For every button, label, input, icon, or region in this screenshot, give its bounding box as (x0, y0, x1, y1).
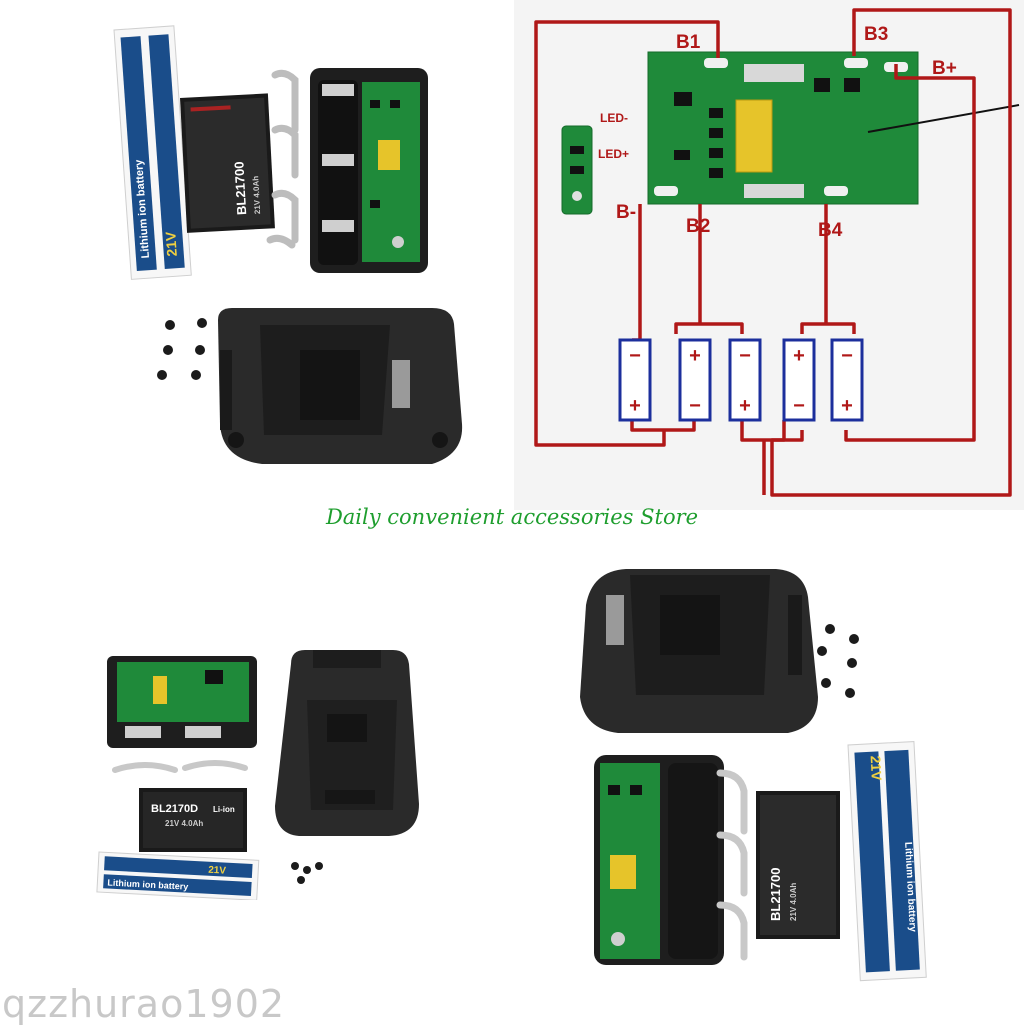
small-label-rating: 21V 4.0Ah (165, 819, 203, 828)
right-label-model: BL21700 (768, 868, 783, 921)
label-led-minus: LED- (600, 111, 628, 125)
cell-4-top-sign: + (793, 345, 805, 367)
nickel-strips (266, 69, 299, 249)
black-wire (867, 104, 1020, 133)
battery-housing-bottom-right (580, 569, 818, 733)
led-board (561, 125, 593, 215)
cell-3-bottom-sign: + (739, 395, 751, 417)
sticker-bottom-voltage: 21V (208, 865, 227, 877)
cell-1-top-sign: − (629, 345, 641, 367)
screw-set-right (817, 624, 859, 698)
label-b3: B3 (864, 24, 888, 45)
store-name: Daily convenient accessories Store (325, 505, 699, 529)
label-b4: B4 (818, 220, 843, 241)
cell-holder-assembled (594, 755, 724, 965)
battery-label-rating: 21V 4.0Ah (251, 176, 262, 215)
sticker-vertical-left: Lithium ion battery 21V (113, 25, 192, 280)
right-label-rating: 21V 4.0Ah (789, 883, 798, 921)
battery-cell-3 (728, 338, 762, 422)
battery-label-small: BL2170D Li-ion 21V 4.0Ah (139, 788, 247, 852)
label-b-plus: B+ (932, 58, 957, 79)
pcb-tray (107, 656, 257, 748)
battery-cells (618, 338, 864, 422)
cell-4-bottom-sign: − (793, 395, 805, 417)
nickel-strips-right (716, 769, 748, 961)
top-left-product-photo: Lithium ion battery 21V BL21700 21V 4.0A… (113, 25, 463, 464)
seller-watermark: qzzhurao1902 (2, 982, 286, 1026)
cell-polarity-signs: − + + − − + + − − + (629, 345, 853, 417)
wiring-diagram: − + + − − + + − − + B1 B3 B+ B- B2 B4 LE… (534, 8, 1020, 497)
small-label-chem: Li-ion (213, 805, 235, 814)
bottom-right-product-photo: BL21700 21V 4.0Ah 21V Lithium ion batter… (580, 569, 927, 982)
battery-cell-5 (830, 338, 864, 422)
sticker-vertical-right: 21V Lithium ion battery (847, 741, 927, 982)
sticker-right-line1: Lithium ion battery (902, 842, 918, 933)
sticker-right-voltage: 21V (868, 755, 885, 781)
cell-2-top-sign: + (689, 345, 701, 367)
small-label-model: BL2170D (151, 803, 198, 815)
battery-cell-1 (618, 338, 652, 422)
cell-2-bottom-sign: − (689, 395, 701, 417)
cell-5-bottom-sign: + (841, 395, 853, 417)
label-b1: B1 (676, 32, 701, 53)
nickel-strips-bottom (112, 760, 248, 773)
screw-set (157, 318, 207, 380)
battery-label-card: BL21700 21V 4.0Ah (180, 93, 275, 233)
battery-cell-2 (678, 338, 712, 422)
cell-5-top-sign: − (841, 345, 853, 367)
bms-pcb-board (647, 51, 919, 205)
sticker-bottom-line1: Lithium ion battery (107, 877, 188, 891)
label-led-plus: LED+ (598, 147, 629, 161)
label-b2: B2 (686, 216, 710, 237)
screw-set-bottom (291, 862, 323, 884)
battery-housing-top-left (218, 308, 463, 464)
battery-housing-bottom-left (275, 650, 419, 836)
battery-label-right: BL21700 21V 4.0Ah (756, 791, 840, 939)
sticker-horizontal: Lithium ion battery 21V (96, 851, 260, 900)
sticker-text-voltage: 21V (162, 230, 180, 257)
bottom-left-product-photo: BL2170D Li-ion 21V 4.0Ah Lithium ion bat… (96, 650, 419, 900)
cell-1-bottom-sign: + (629, 395, 641, 417)
battery-label-model: BL21700 (231, 161, 249, 215)
label-b-minus: B- (616, 202, 636, 223)
cell-3-top-sign: − (739, 345, 751, 367)
battery-cell-4 (782, 338, 816, 422)
cell-holder-with-pcb (310, 68, 428, 273)
